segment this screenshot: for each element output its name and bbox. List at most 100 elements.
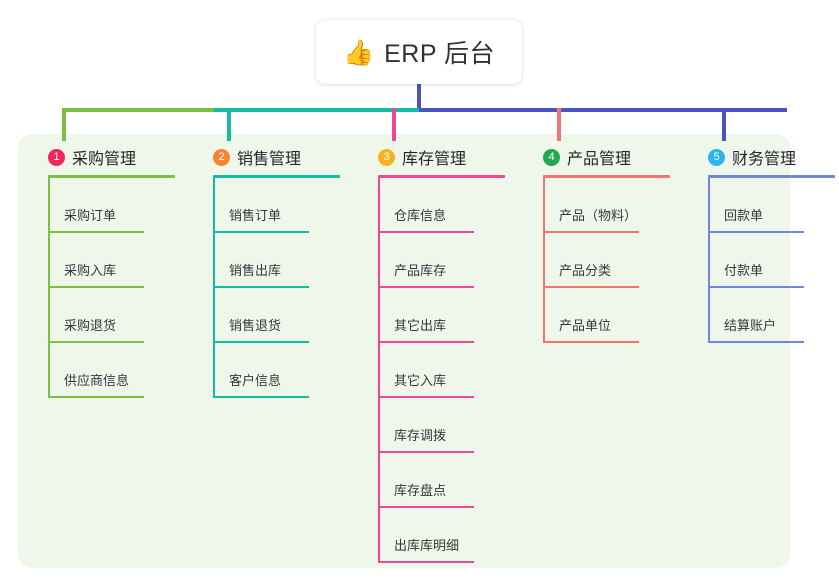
leaf-item[interactable]: 销售订单 [215, 178, 345, 233]
column-underline-5 [708, 175, 835, 178]
column-header-3[interactable]: 3 库存管理 [360, 144, 510, 170]
leaf-item-label: 销售出库 [229, 263, 282, 278]
leaf-item-underline [545, 231, 639, 233]
leaf-item-label: 库存调拨 [394, 428, 447, 443]
leaf-item-underline [380, 341, 474, 343]
leaf-item[interactable]: 付款单 [710, 233, 839, 288]
column-badge-1: 1 [48, 148, 65, 166]
leaf-item[interactable]: 客户信息 [215, 343, 345, 398]
leaf-item[interactable]: 采购退货 [50, 288, 180, 343]
column-title-5: 财务管理 [732, 151, 797, 168]
leaf-item[interactable]: 仓库信息 [380, 178, 510, 233]
leaf-item-underline [50, 341, 144, 343]
leaf-item-underline [380, 286, 474, 288]
leaf-item-label: 采购入库 [64, 263, 117, 278]
column-underline-4 [543, 175, 670, 178]
column-items-5: 回款单付款单结算账户 [690, 178, 839, 343]
leaf-item[interactable]: 销售退货 [215, 288, 345, 343]
column-items-2: 销售订单销售出库销售退货客户信息 [195, 178, 345, 398]
leaf-item[interactable]: 回款单 [710, 178, 839, 233]
leaf-item-underline [710, 286, 804, 288]
leaf-item-underline [215, 286, 309, 288]
column-badge-3: 3 [378, 148, 395, 166]
leaf-item-label: 付款单 [724, 263, 764, 278]
leaf-item-label: 回款单 [724, 208, 764, 223]
column-items-3: 仓库信息产品库存其它出库其它入库库存调拨库存盘点出库库明细 [360, 178, 510, 563]
leaf-item-underline [50, 231, 144, 233]
bus-segment-blue [419, 108, 787, 112]
column-title-2: 销售管理 [237, 151, 302, 168]
column-header-4[interactable]: 4 产品管理 [525, 144, 675, 170]
bus-segment-green [64, 108, 214, 112]
leaf-item[interactable]: 其它入库 [380, 343, 510, 398]
leaf-item-underline [545, 286, 639, 288]
column-rail-5 [708, 178, 710, 343]
leaf-item-label: 库存盘点 [394, 483, 447, 498]
leaf-item[interactable]: 供应商信息 [50, 343, 180, 398]
leaf-item-underline [380, 506, 474, 508]
column-badge-5: 5 [708, 148, 725, 166]
column-header-1[interactable]: 1 采购管理 [30, 144, 180, 170]
leaf-item[interactable]: 出库库明细 [380, 508, 510, 563]
leaf-item-underline [215, 231, 309, 233]
leaf-item-underline [215, 396, 309, 398]
leaf-item-label: 销售退货 [229, 318, 282, 333]
leaf-item[interactable]: 库存调拨 [380, 398, 510, 453]
leaf-item-label: 客户信息 [229, 373, 282, 388]
leaf-item[interactable]: 结算账户 [710, 288, 839, 343]
column-header-2[interactable]: 2 销售管理 [195, 144, 345, 170]
root-node-title: ERP 后台 [384, 40, 496, 68]
leaf-item[interactable]: 产品库存 [380, 233, 510, 288]
leaf-item-underline [50, 396, 144, 398]
leaf-item[interactable]: 产品分类 [545, 233, 675, 288]
connector-drop-2 [227, 108, 231, 141]
column-header-5[interactable]: 5 财务管理 [690, 144, 839, 170]
leaf-item[interactable]: 其它出库 [380, 288, 510, 343]
leaf-item-underline [710, 231, 804, 233]
leaf-item[interactable]: 采购订单 [50, 178, 180, 233]
leaf-item-underline [380, 231, 474, 233]
column-1: 1 采购管理采购订单采购入库采购退货供应商信息 [30, 144, 180, 398]
column-rail-1 [48, 178, 50, 398]
column-rail-3 [378, 178, 380, 563]
leaf-item-label: 出库库明细 [394, 538, 460, 553]
column-badge-4: 4 [543, 148, 560, 166]
column-underline-1 [48, 175, 175, 178]
column-rail-2 [213, 178, 215, 398]
leaf-item-label: 供应商信息 [64, 373, 130, 388]
column-rail-4 [543, 178, 545, 343]
leaf-item-underline [50, 286, 144, 288]
leaf-item[interactable]: 销售出库 [215, 233, 345, 288]
diagram-panel-background [18, 134, 790, 568]
column-underline-2 [213, 175, 340, 178]
leaf-item-label: 产品单位 [559, 318, 612, 333]
connector-drop-5 [722, 108, 726, 141]
column-4: 4 产品管理产品（物料） 产品分类产品单位 [525, 144, 675, 343]
column-5: 5 财务管理回款单付款单结算账户 [690, 144, 839, 343]
thumbs-up-icon: 👍 [342, 38, 375, 67]
leaf-item-label: 产品库存 [394, 263, 447, 278]
connector-drop-4 [557, 108, 561, 141]
leaf-item[interactable]: 产品单位 [545, 288, 675, 343]
leaf-item-underline [380, 396, 474, 398]
column-items-4: 产品（物料） 产品分类产品单位 [525, 178, 675, 343]
leaf-item-label: 仓库信息 [394, 208, 447, 223]
leaf-item-underline [380, 451, 474, 453]
leaf-item[interactable]: 库存盘点 [380, 453, 510, 508]
leaf-item-label: 产品分类 [559, 263, 612, 278]
leaf-item-label: 销售订单 [229, 208, 282, 223]
leaf-item[interactable]: 采购入库 [50, 233, 180, 288]
column-title-3: 库存管理 [402, 151, 467, 168]
leaf-item-underline [545, 341, 639, 343]
connector-drop-3 [392, 108, 396, 141]
leaf-item-label: 产品（物料） [559, 208, 638, 223]
leaf-item[interactable]: 产品（物料） [545, 178, 675, 233]
connector-drop-1 [62, 108, 66, 141]
leaf-item-label: 其它入库 [394, 373, 447, 388]
root-node-erp-backend[interactable]: 👍 ERP 后台 [316, 20, 522, 84]
column-title-4: 产品管理 [567, 151, 632, 168]
column-badge-2: 2 [213, 148, 230, 166]
leaf-item-underline [380, 561, 474, 563]
column-title-1: 采购管理 [72, 151, 137, 168]
column-2: 2 销售管理销售订单销售出库销售退货客户信息 [195, 144, 345, 398]
